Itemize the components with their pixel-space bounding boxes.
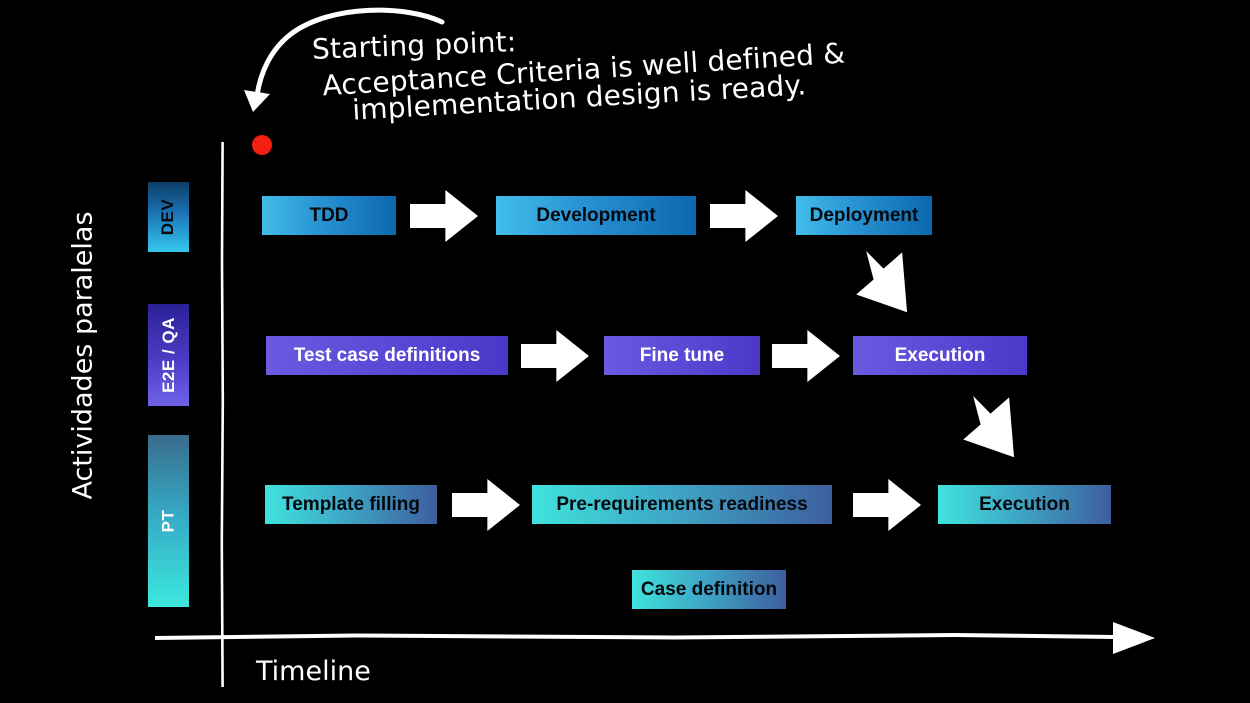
lane-tab-dev-label: DEV bbox=[158, 198, 178, 236]
task-bar-dev-tdd[interactable]: TDD bbox=[262, 196, 396, 235]
arrow-pt-2 bbox=[853, 479, 921, 531]
arrow-dev-1 bbox=[410, 190, 478, 242]
lane-tab-pt-label: PT bbox=[158, 509, 178, 533]
curved-arrow-icon bbox=[244, 7, 445, 112]
x-axis-line bbox=[155, 622, 1155, 654]
task-bar-dev-development[interactable]: Development bbox=[496, 196, 696, 235]
task-bar-pt-case-definition[interactable]: Case definition bbox=[632, 570, 786, 609]
arrow-pt-1 bbox=[452, 479, 520, 531]
lane-tab-qa[interactable]: E2E / QA bbox=[148, 304, 189, 406]
task-bar-qa-test-case-definitions[interactable]: Test case definitions bbox=[266, 336, 508, 375]
connector-qa-to-pt bbox=[963, 396, 1015, 458]
task-bar-qa-fine-tune[interactable]: Fine tune bbox=[604, 336, 760, 375]
timeline-arrowhead-icon bbox=[1113, 622, 1155, 654]
task-bar-pt-pre-requirements-readiness[interactable]: Pre-requirements readiness bbox=[532, 485, 832, 524]
start-point-dot bbox=[252, 135, 272, 155]
arrow-qa-2 bbox=[772, 330, 840, 382]
y-axis-label: Actividades paralelas bbox=[67, 211, 99, 500]
connector-dev-to-qa bbox=[856, 251, 908, 313]
task-bar-pt-template-filling[interactable]: Template filling bbox=[265, 485, 437, 524]
lane-tab-pt[interactable]: PT bbox=[148, 435, 189, 607]
task-bar-dev-deployment[interactable]: Deployment bbox=[796, 196, 932, 235]
arrow-dev-2 bbox=[710, 190, 778, 242]
y-axis-line bbox=[220, 142, 225, 687]
lane-tab-qa-label: E2E / QA bbox=[158, 317, 178, 393]
task-bar-pt-execution[interactable]: Execution bbox=[938, 485, 1111, 524]
task-bar-qa-execution[interactable]: Execution bbox=[853, 336, 1027, 375]
arrow-qa-1 bbox=[521, 330, 589, 382]
lane-tab-dev[interactable]: DEV bbox=[148, 182, 189, 252]
x-axis-label: Timeline bbox=[256, 656, 371, 687]
